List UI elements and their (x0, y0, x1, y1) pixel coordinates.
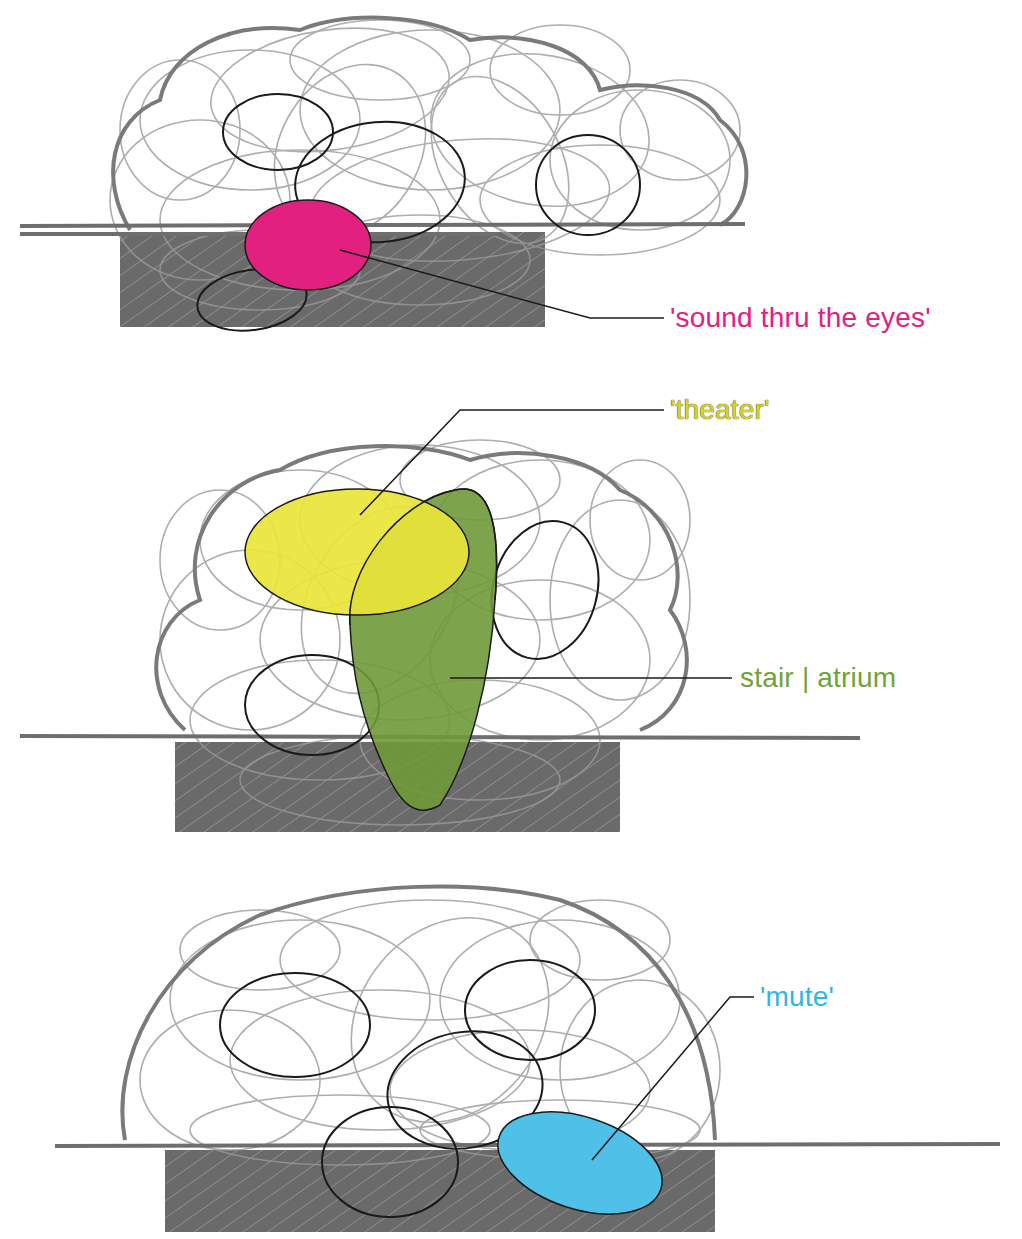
cloud-outline (113, 18, 746, 230)
sketch-two (20, 410, 860, 832)
ground-line (20, 224, 745, 234)
dome-outline (122, 886, 715, 1140)
scribble (110, 14, 740, 310)
space-outline (193, 94, 640, 337)
scribble (140, 878, 720, 1165)
highlight-space (245, 489, 469, 615)
callout-label: 'sound thru the eyes' (670, 301, 931, 335)
scribble (160, 440, 690, 825)
callout-label: stair | atrium (740, 661, 896, 695)
callout-label: 'theater' (670, 393, 770, 427)
atrium-edge (350, 489, 497, 625)
leader-line (340, 250, 664, 318)
leader-line (360, 410, 664, 515)
leader-line (450, 677, 732, 679)
highlight-space (485, 1093, 675, 1233)
callout-label: 'mute' (760, 980, 834, 1014)
sketch-one (20, 14, 746, 337)
sketch-three (55, 878, 1000, 1233)
highlight-space (245, 200, 371, 290)
leader-line (592, 997, 754, 1160)
